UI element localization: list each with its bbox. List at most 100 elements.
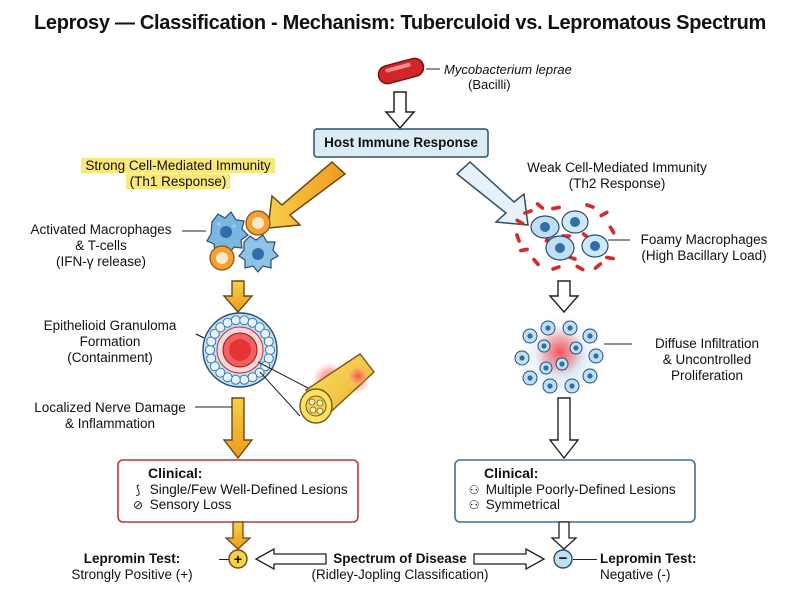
- macrophages-tcells-illustration: [182, 210, 279, 273]
- lepromin-left-label: Lepromin Test:: [83, 551, 181, 566]
- lepromin-right-result: Negative (-): [600, 566, 671, 582]
- epithelioid-cell: [215, 322, 226, 333]
- spectrum-line2: (Ridley-Jopling Classification): [311, 566, 489, 582]
- nerve-line2: & Inflammation: [64, 415, 156, 431]
- infiltration-line3: Proliferation: [670, 367, 744, 383]
- granuloma-line1: Epithelioid Granuloma: [43, 318, 177, 333]
- nerve-damage-label: Localized Nerve Damage & Inflammation: [22, 400, 198, 432]
- cell-nucleus: [569, 383, 575, 389]
- pathogen-name: Mycobacterium leprae: [444, 62, 572, 77]
- cell-nucleus: [519, 355, 525, 361]
- clinical-right-item-text: Symmetrical: [485, 497, 561, 513]
- clinical-left-content: Clinical: ⟆ Single/Few Well-Defined Lesi…: [130, 465, 354, 513]
- lepromin-left-connector: [219, 559, 229, 560]
- weak-immunity-line1: Weak Cell-Mediated Immunity: [527, 160, 707, 175]
- lepromin-left-result: Strongly Positive (+): [71, 566, 193, 582]
- spectrum-line1: Spectrum of Disease: [333, 551, 467, 566]
- bacillus-icon: [377, 57, 440, 85]
- cell-nucleus: [559, 361, 565, 367]
- granuloma-label: Epithelioid Granuloma Formation (Contain…: [18, 318, 202, 366]
- epithelioid-cell: [254, 322, 265, 333]
- cell-nucleus: [541, 343, 547, 349]
- infiltration-line1: Diffuse Infiltration: [654, 336, 760, 351]
- strong-immunity-line2: (Th1 Response): [125, 173, 231, 189]
- clinical-left-item-text: Sensory Loss: [149, 497, 232, 513]
- clinical-right-item: ⚇ Multiple Poorly-Defined Lesions: [466, 482, 692, 498]
- epithelioid-cell: [230, 374, 241, 385]
- epithelioid-cell: [247, 372, 258, 383]
- negative-symbol: −: [558, 550, 568, 567]
- cell-nucleus: [567, 325, 573, 331]
- cell-nucleus: [527, 375, 533, 381]
- clinical-right-content: Clinical: ⚇ Multiple Poorly-Defined Lesi…: [466, 465, 692, 513]
- foamy-macrophages-illustration: [515, 202, 630, 272]
- cell-nucleus: [543, 365, 549, 371]
- bacillus-rod: [515, 233, 521, 243]
- arrow-weak-immunity: [455, 160, 529, 226]
- bacillus-rod: [551, 205, 561, 211]
- infiltration-line2: & Uncontrolled: [662, 351, 752, 367]
- foamy-line2: (High Bacillary Load): [641, 247, 767, 263]
- lepromin-right-connector: [573, 559, 597, 560]
- arrow-down-left-2: [222, 397, 254, 460]
- host-box: [313, 128, 489, 158]
- strong-immunity-line1: Strong Cell-Mediated Immunity: [81, 158, 275, 173]
- eye-slash-icon: ⊘: [132, 498, 144, 513]
- lepromin-right-label: Lepromin Test:: [600, 551, 697, 566]
- weak-immunity-label: Weak Cell-Mediated Immunity (Th2 Respons…: [507, 160, 727, 192]
- foamy-line1: Foamy Macrophages: [640, 232, 768, 247]
- bacillus-rod: [515, 218, 525, 226]
- bacillus-rod: [599, 210, 609, 218]
- people-icon: ⚇: [468, 482, 480, 497]
- clinical-right-box: [454, 459, 696, 523]
- spectrum-label: Spectrum of Disease (Ridley-Jopling Clas…: [290, 551, 510, 583]
- lepromin-right: Lepromin Test: Negative (-): [600, 551, 750, 583]
- cell-nucleus: [573, 345, 579, 351]
- bacillus-rod: [551, 265, 561, 271]
- clinical-right-item-text: Multiple Poorly-Defined Lesions: [485, 481, 676, 497]
- cell-nucleus: [587, 373, 593, 379]
- clinical-right-item: ⚇ Symmetrical: [466, 497, 692, 513]
- clinical-left-item: ⟆ Single/Few Well-Defined Lesions: [130, 482, 354, 498]
- epithelioid-cell: [263, 336, 274, 347]
- epithelioid-cell: [205, 345, 215, 355]
- epithelioid-cell: [230, 315, 241, 326]
- infiltration-illustration: [514, 312, 632, 404]
- epithelioid-cell: [222, 317, 233, 328]
- granuloma-illustration: [195, 312, 278, 388]
- bacillus-rod: [532, 257, 540, 267]
- clinical-left-title: Clinical:: [148, 465, 203, 481]
- epithelioid-cell: [209, 328, 220, 339]
- epithelioid-cell: [215, 367, 226, 378]
- nerve-line1: Localized Nerve Damage: [34, 400, 186, 415]
- arrow-down-right-1: [548, 280, 580, 314]
- bacillus-rod: [535, 202, 545, 210]
- epithelioid-cell: [265, 345, 275, 355]
- arrow-down-host: [384, 91, 416, 130]
- bacillus-rod: [593, 262, 603, 270]
- bacillus-rod: [585, 203, 595, 209]
- cells-line1: Activated Macrophages: [30, 222, 172, 237]
- arrow-down-right-2: [548, 397, 580, 460]
- nerve-illustration: [257, 353, 375, 424]
- foamy-macrophages-label: Foamy Macrophages (High Bacillary Load): [629, 232, 779, 264]
- ear-icon: ⟆: [135, 482, 141, 497]
- lepromin-left: Lepromin Test: Strongly Positive (+): [44, 551, 220, 583]
- cells-line3: (IFN-γ release): [55, 253, 146, 269]
- epithelioid-cell: [239, 315, 250, 326]
- arrow-strong-immunity: [267, 160, 347, 229]
- cell-nucleus: [545, 325, 551, 331]
- host-immune-response-label: Host Immune Response: [324, 135, 478, 150]
- cells-line2: & T-cells: [75, 237, 127, 253]
- bacillus-rod: [608, 225, 616, 235]
- clinical-right-title: Clinical:: [484, 465, 539, 481]
- epithelioid-cell: [206, 353, 217, 364]
- negative-circle: [553, 549, 573, 569]
- epithelioid-cell: [254, 367, 265, 378]
- cell-nucleus: [527, 333, 533, 339]
- epithelioid-cell: [222, 372, 233, 383]
- page-title: Leprosy — Classification - Mechanism: Tu…: [33, 12, 767, 34]
- bacillus-rod: [605, 255, 615, 261]
- infiltration-label: Diffuse Infiltration & Uncontrolled Prol…: [632, 336, 782, 384]
